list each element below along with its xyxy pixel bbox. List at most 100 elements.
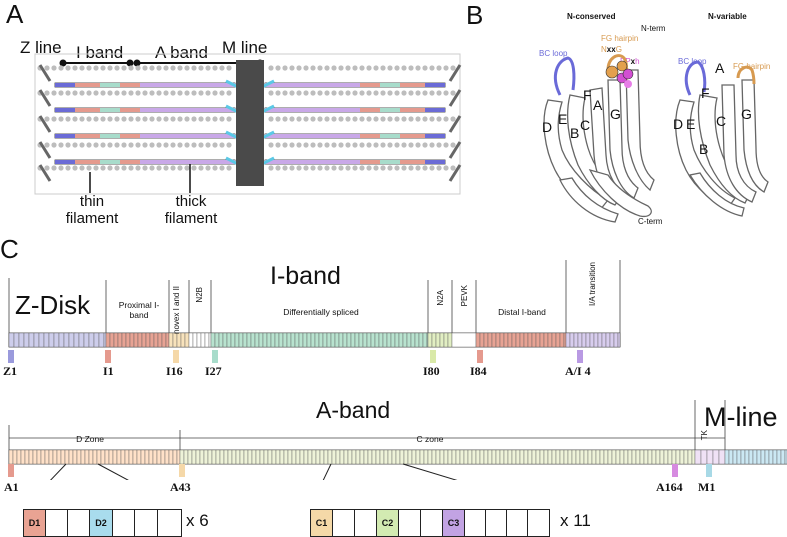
ig-domain-cell: [334, 332, 340, 348]
ig-domain-cell: [382, 332, 388, 348]
ig-domain-cell: [479, 449, 485, 465]
ig-domain-cell: [351, 449, 357, 465]
ig-domain-cell: [581, 332, 587, 348]
ig-domain-cell: [706, 449, 714, 465]
ig-domain-cell: [56, 449, 62, 465]
ig-domain-cell: [597, 332, 603, 348]
ig-domain-cell: [168, 332, 174, 348]
ig-domain-cell: [587, 449, 593, 465]
actin-bead: [184, 142, 190, 148]
ig-domain-cell: [503, 449, 509, 465]
actin-bead: [226, 142, 232, 148]
actin-bead: [135, 165, 141, 171]
strand-d-right: D: [673, 116, 684, 132]
actin-bead: [135, 65, 141, 71]
ig-domain-cell: [431, 332, 437, 348]
actin-bead: [345, 90, 351, 96]
ig-domain-cell: [322, 332, 328, 348]
actin-bead: [86, 65, 92, 71]
titin-segment: [55, 83, 75, 87]
actin-bead: [79, 90, 85, 96]
actin-bead: [380, 165, 386, 171]
panel-label-c: C: [0, 234, 19, 264]
ig-domain-cell: [266, 332, 272, 348]
z-line-segment: [38, 115, 52, 133]
ig-domain-cell: [585, 332, 591, 348]
ig-domain-cell: [307, 449, 313, 465]
actin-bead: [268, 165, 274, 171]
ig-domain-cell: [294, 332, 300, 348]
actin-bead: [65, 90, 71, 96]
ig-domain-cell: [44, 449, 50, 465]
ig-domain-cell: [595, 449, 601, 465]
actin-bead: [191, 90, 197, 96]
ig-domain-cell: [539, 449, 545, 465]
ig-domain-cell: [93, 332, 100, 348]
ig-domain-cell: [543, 449, 549, 465]
ig-domain-cell: [551, 449, 557, 465]
actin-bead: [226, 90, 232, 96]
actin-bead: [415, 142, 421, 148]
actin-bead: [317, 65, 323, 71]
ig-domain-cell: [8, 449, 14, 465]
actin-bead: [163, 142, 169, 148]
ig-domain-cell: [52, 449, 58, 465]
actin-bead: [303, 142, 309, 148]
c-cell: [355, 510, 377, 536]
actin-bead: [100, 165, 106, 171]
marker-z1: Z1: [3, 364, 18, 378]
actin-bead: [380, 116, 386, 122]
ig-domain-cell: [267, 449, 273, 465]
strand-e-left: E: [558, 111, 568, 127]
ig-domain-cell: [48, 332, 55, 348]
ig-domain-cell: [291, 449, 297, 465]
actin-bead: [58, 90, 64, 96]
actin-bead: [65, 65, 71, 71]
actin-bead: [65, 142, 71, 148]
actin-bead: [380, 90, 386, 96]
ig-domain-cell: [160, 449, 166, 465]
actin-bead: [289, 165, 295, 171]
actin-bead: [338, 65, 344, 71]
titin-segment: [265, 134, 360, 138]
ig-domain-cell: [238, 332, 244, 348]
ig-domain-cell: [422, 332, 428, 348]
ig-domain-cell: [33, 332, 40, 348]
m-line-title: M-line: [704, 402, 778, 432]
actin-bead: [310, 142, 316, 148]
actin-bead: [422, 90, 428, 96]
actin-bead: [338, 142, 344, 148]
ig-domain-cell: [295, 449, 301, 465]
actin-bead: [422, 65, 428, 71]
ig-domain-cell: [230, 332, 236, 348]
n-conserved-structure: [543, 69, 655, 223]
actin-bead: [72, 90, 78, 96]
actin-bead: [93, 90, 99, 96]
ig-domain-cell: [136, 449, 142, 465]
actin-bead: [415, 165, 421, 171]
d-cell: [135, 510, 158, 536]
titin-segment: [265, 160, 360, 164]
titin-segment: [120, 108, 140, 112]
marker-tick-i16: [173, 350, 179, 363]
ig-domain-cell: [133, 332, 139, 348]
actin-bead: [436, 116, 442, 122]
ig-domain-cell: [113, 332, 119, 348]
actin-bead: [415, 116, 421, 122]
actin-bead: [401, 142, 407, 148]
actin-bead: [79, 65, 85, 71]
d-cell: [68, 510, 90, 536]
ig-domain-cell: [427, 449, 433, 465]
actin-bead: [303, 165, 309, 171]
n-variable-title: N-variable: [708, 12, 747, 21]
ig-domain-cell: [359, 449, 365, 465]
ig-domain-cell: [258, 332, 264, 348]
ig-domain-cell: [223, 449, 229, 465]
actin-bead: [191, 142, 197, 148]
actin-bead: [303, 90, 309, 96]
ig-domain-cell: [439, 449, 445, 465]
d-cell-d2: D2: [90, 510, 113, 536]
ig-domain-cell: [615, 449, 621, 465]
ig-domain-cell: [543, 332, 549, 348]
filament-rows: [37, 64, 462, 182]
